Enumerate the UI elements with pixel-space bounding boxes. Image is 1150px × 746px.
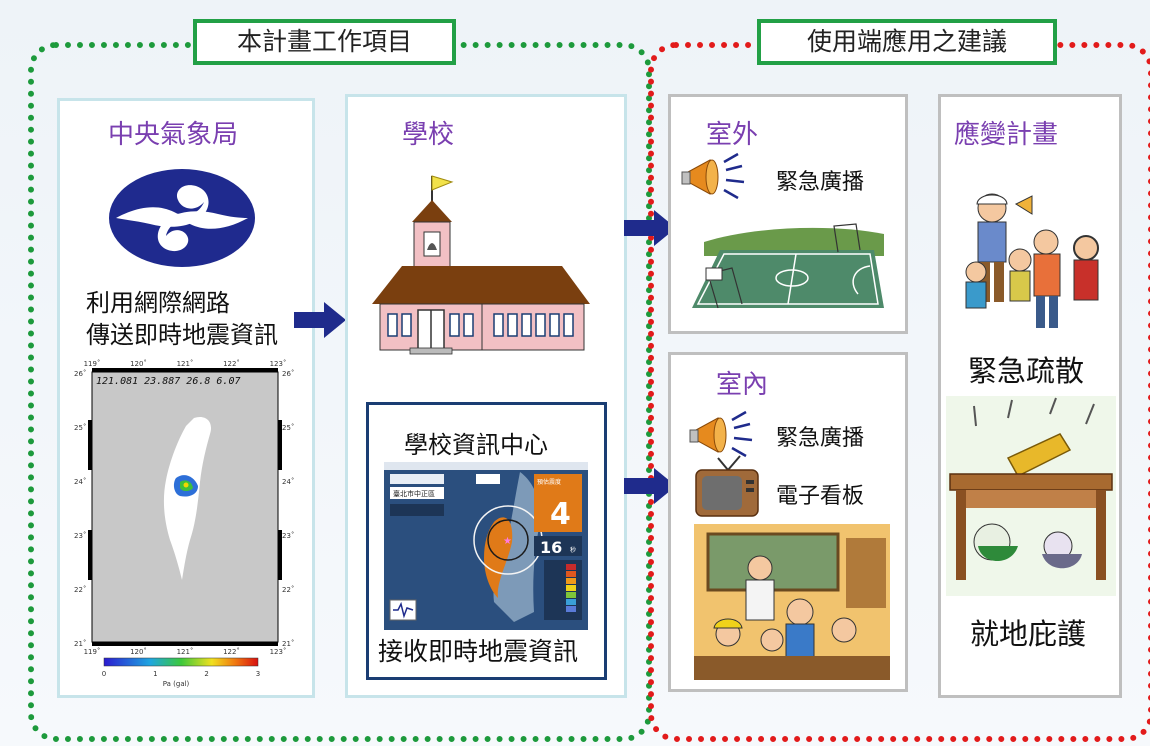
arrow-right-icon	[624, 468, 676, 504]
evacuation-family-image	[965, 193, 1099, 328]
map-lat-tick: 21˚	[282, 640, 294, 648]
app-location-text: 臺北市中正區	[393, 489, 435, 498]
response-plan-title: 應變計畫	[954, 120, 1059, 150]
earthquake-alert-app-screenshot: 臺北市中正區 ★ 預估震度 4 16 秒	[384, 462, 588, 630]
colorbar-tick: 1	[153, 670, 157, 678]
map-lat-tick: 24˚	[74, 478, 86, 486]
map-lat-tick: 21˚	[74, 640, 86, 648]
app-intensity-label: 預估震度	[537, 478, 561, 486]
megaphone-icon	[689, 410, 753, 458]
map-lon-tick: 123˚	[270, 360, 287, 368]
map-lon-tick: 121˚	[177, 648, 194, 656]
arrow-right-icon	[294, 302, 346, 338]
map-lat-tick: 26˚	[282, 370, 294, 378]
arrow-right-icon	[624, 210, 676, 246]
map-lon-tick: 121˚	[177, 360, 194, 368]
map-lon-tick: 120˚	[130, 360, 147, 368]
user-application-suggestions-title: 使用端應用之建議	[757, 19, 1057, 65]
school-title: 學校	[402, 120, 455, 150]
digital-signage-label: 電子看板	[776, 484, 865, 509]
classroom-image	[694, 524, 890, 680]
map-lat-tick: 22˚	[74, 586, 86, 594]
map-lon-tick: 119˚	[84, 360, 101, 368]
indoor-broadcast-label: 緊急廣播	[776, 426, 865, 451]
app-countdown-value: 16	[540, 538, 562, 557]
colorbar-tick: 3	[256, 670, 260, 678]
colorbar-tick: 2	[204, 670, 208, 678]
map-header: 121.081 23.887 26.8 6.07	[96, 376, 241, 387]
app-intensity-value: 4	[550, 497, 571, 532]
shelter-in-place-label: 就地庇護	[970, 617, 1087, 651]
info-center-caption: 接收即時地震資訊	[378, 637, 579, 666]
cwb-desc-line2: 傳送即時地震資訊	[86, 321, 278, 349]
outdoor-title: 室外	[706, 120, 759, 150]
indoor-title: 室內	[716, 370, 769, 400]
map-lon-tick: 120˚	[130, 648, 147, 656]
info-center-title: 學校資訊中心	[404, 431, 548, 459]
map-lat-tick: 26˚	[74, 370, 86, 378]
map-lat-tick: 22˚	[282, 586, 294, 594]
project-work-items-title: 本計畫工作項目	[193, 19, 456, 65]
cwb-desc-line1: 利用網際網路	[86, 289, 230, 317]
school-building-icon	[372, 175, 590, 355]
map-lon-tick: 122˚	[223, 360, 240, 368]
map-lat-tick: 25˚	[74, 424, 86, 432]
tv-icon	[695, 455, 759, 517]
cwb-logo-icon	[109, 169, 255, 267]
outdoor-broadcast-label: 緊急廣播	[776, 170, 865, 195]
map-lon-tick: 119˚	[84, 648, 101, 656]
map-lon-tick: 123˚	[270, 648, 287, 656]
evacuation-label: 緊急疏散	[968, 354, 1085, 388]
map-lat-tick: 23˚	[282, 532, 294, 540]
taiwan-intensity-map: 121.081 23.887 26.8 6.07 119˚119˚120˚120…	[74, 360, 294, 688]
map-lat-tick: 24˚	[282, 478, 294, 486]
svg-text:★: ★	[503, 536, 512, 547]
basketball-court-image	[692, 223, 884, 309]
map-lat-tick: 23˚	[74, 532, 86, 540]
colorbar-tick: 0	[102, 670, 106, 678]
map-lat-tick: 25˚	[282, 424, 294, 432]
cwb-title: 中央氣象局	[108, 120, 239, 150]
megaphone-icon	[681, 152, 745, 200]
map-lon-tick: 122˚	[223, 648, 240, 656]
colorbar-label: Pa (gal)	[163, 680, 190, 688]
app-countdown-unit: 秒	[570, 546, 576, 554]
shelter-in-place-image	[946, 396, 1116, 596]
